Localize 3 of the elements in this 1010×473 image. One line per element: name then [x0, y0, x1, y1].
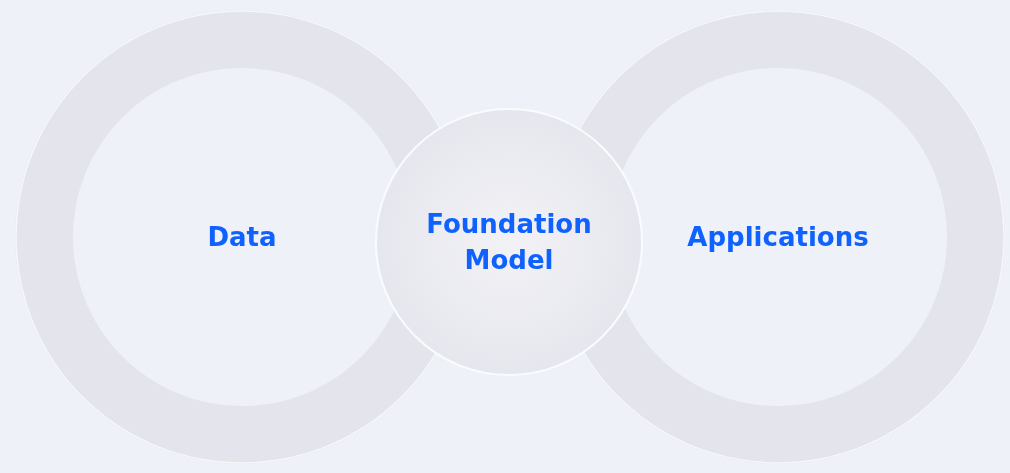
- node-label: Data: [206, 220, 278, 254]
- node-label: Applications: [686, 220, 870, 254]
- node-label: Foundation Model: [425, 207, 593, 277]
